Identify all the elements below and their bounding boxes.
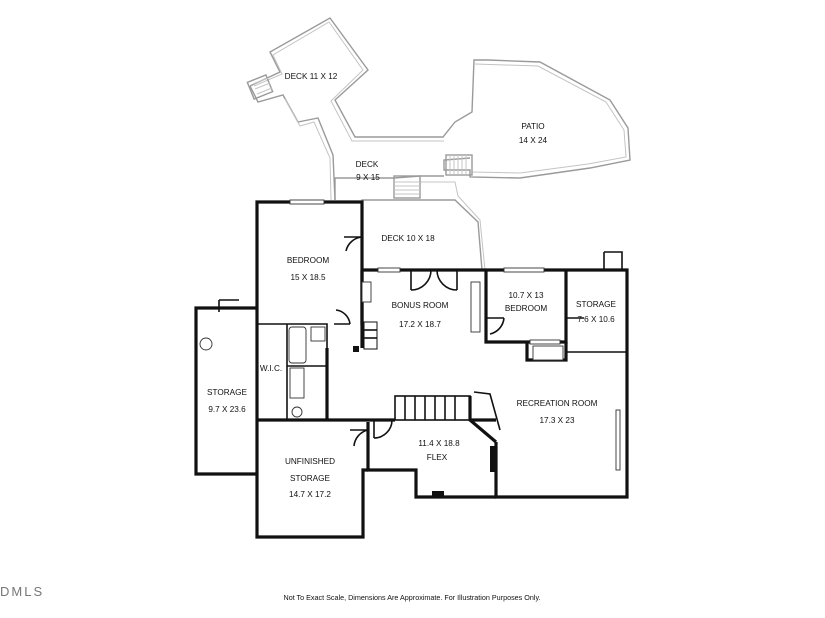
patio-stairs [445,154,473,176]
deck-mid-size: 9 X 15 [356,173,380,182]
recreation-label: RECREATION ROOM [517,399,598,408]
flex-size: 11.4 X 18.8 [418,439,460,448]
windows [289,199,621,471]
upper-deck-stairs [246,73,274,101]
mid-deck [334,175,486,271]
storage-large-label: STORAGE [207,388,247,397]
wic-label: W.I.C. [260,364,282,373]
unfinished-label: UNFINISHED [285,457,335,466]
doors [218,236,623,447]
storage-small-size: 7.6 X 10.6 [577,315,615,324]
deck-mid-label: DECK [356,160,379,169]
bedroom-2-label: BEDROOM [505,304,547,313]
deck-lower-label: DECK 10 X 18 [381,234,435,243]
unfinished-size: 14.7 X 17.2 [289,490,331,499]
storage-small-label: STORAGE [576,300,616,309]
fireplace [353,321,496,497]
bedroom-main-label: BEDROOM [287,256,329,265]
disclaimer-text: Not To Exact Scale, Dimensions Are Appro… [284,593,541,602]
interior-walls [257,270,627,420]
bedroom-2-size: 10.7 X 13 [508,291,543,300]
bonus-room-label: BONUS ROOM [392,301,449,310]
patio-size: 14 X 24 [519,136,548,145]
storage-large-size: 9.7 X 23.6 [208,405,246,414]
stairs [394,395,471,421]
upper-deck [249,17,631,201]
flex-label: FLEX [427,453,448,462]
recreation-size: 17.3 X 23 [539,416,574,425]
bedroom-main-size: 15 X 18.5 [290,273,325,282]
bonus-room-size: 17.2 X 18.7 [399,320,441,329]
unfinished-label-2: STORAGE [290,474,330,483]
bathroom-fixtures [199,326,326,418]
patio-label: PATIO [521,122,544,131]
deck-upper-label: DECK 11 X 12 [285,72,338,81]
mls-logo: DMLS [0,584,44,599]
